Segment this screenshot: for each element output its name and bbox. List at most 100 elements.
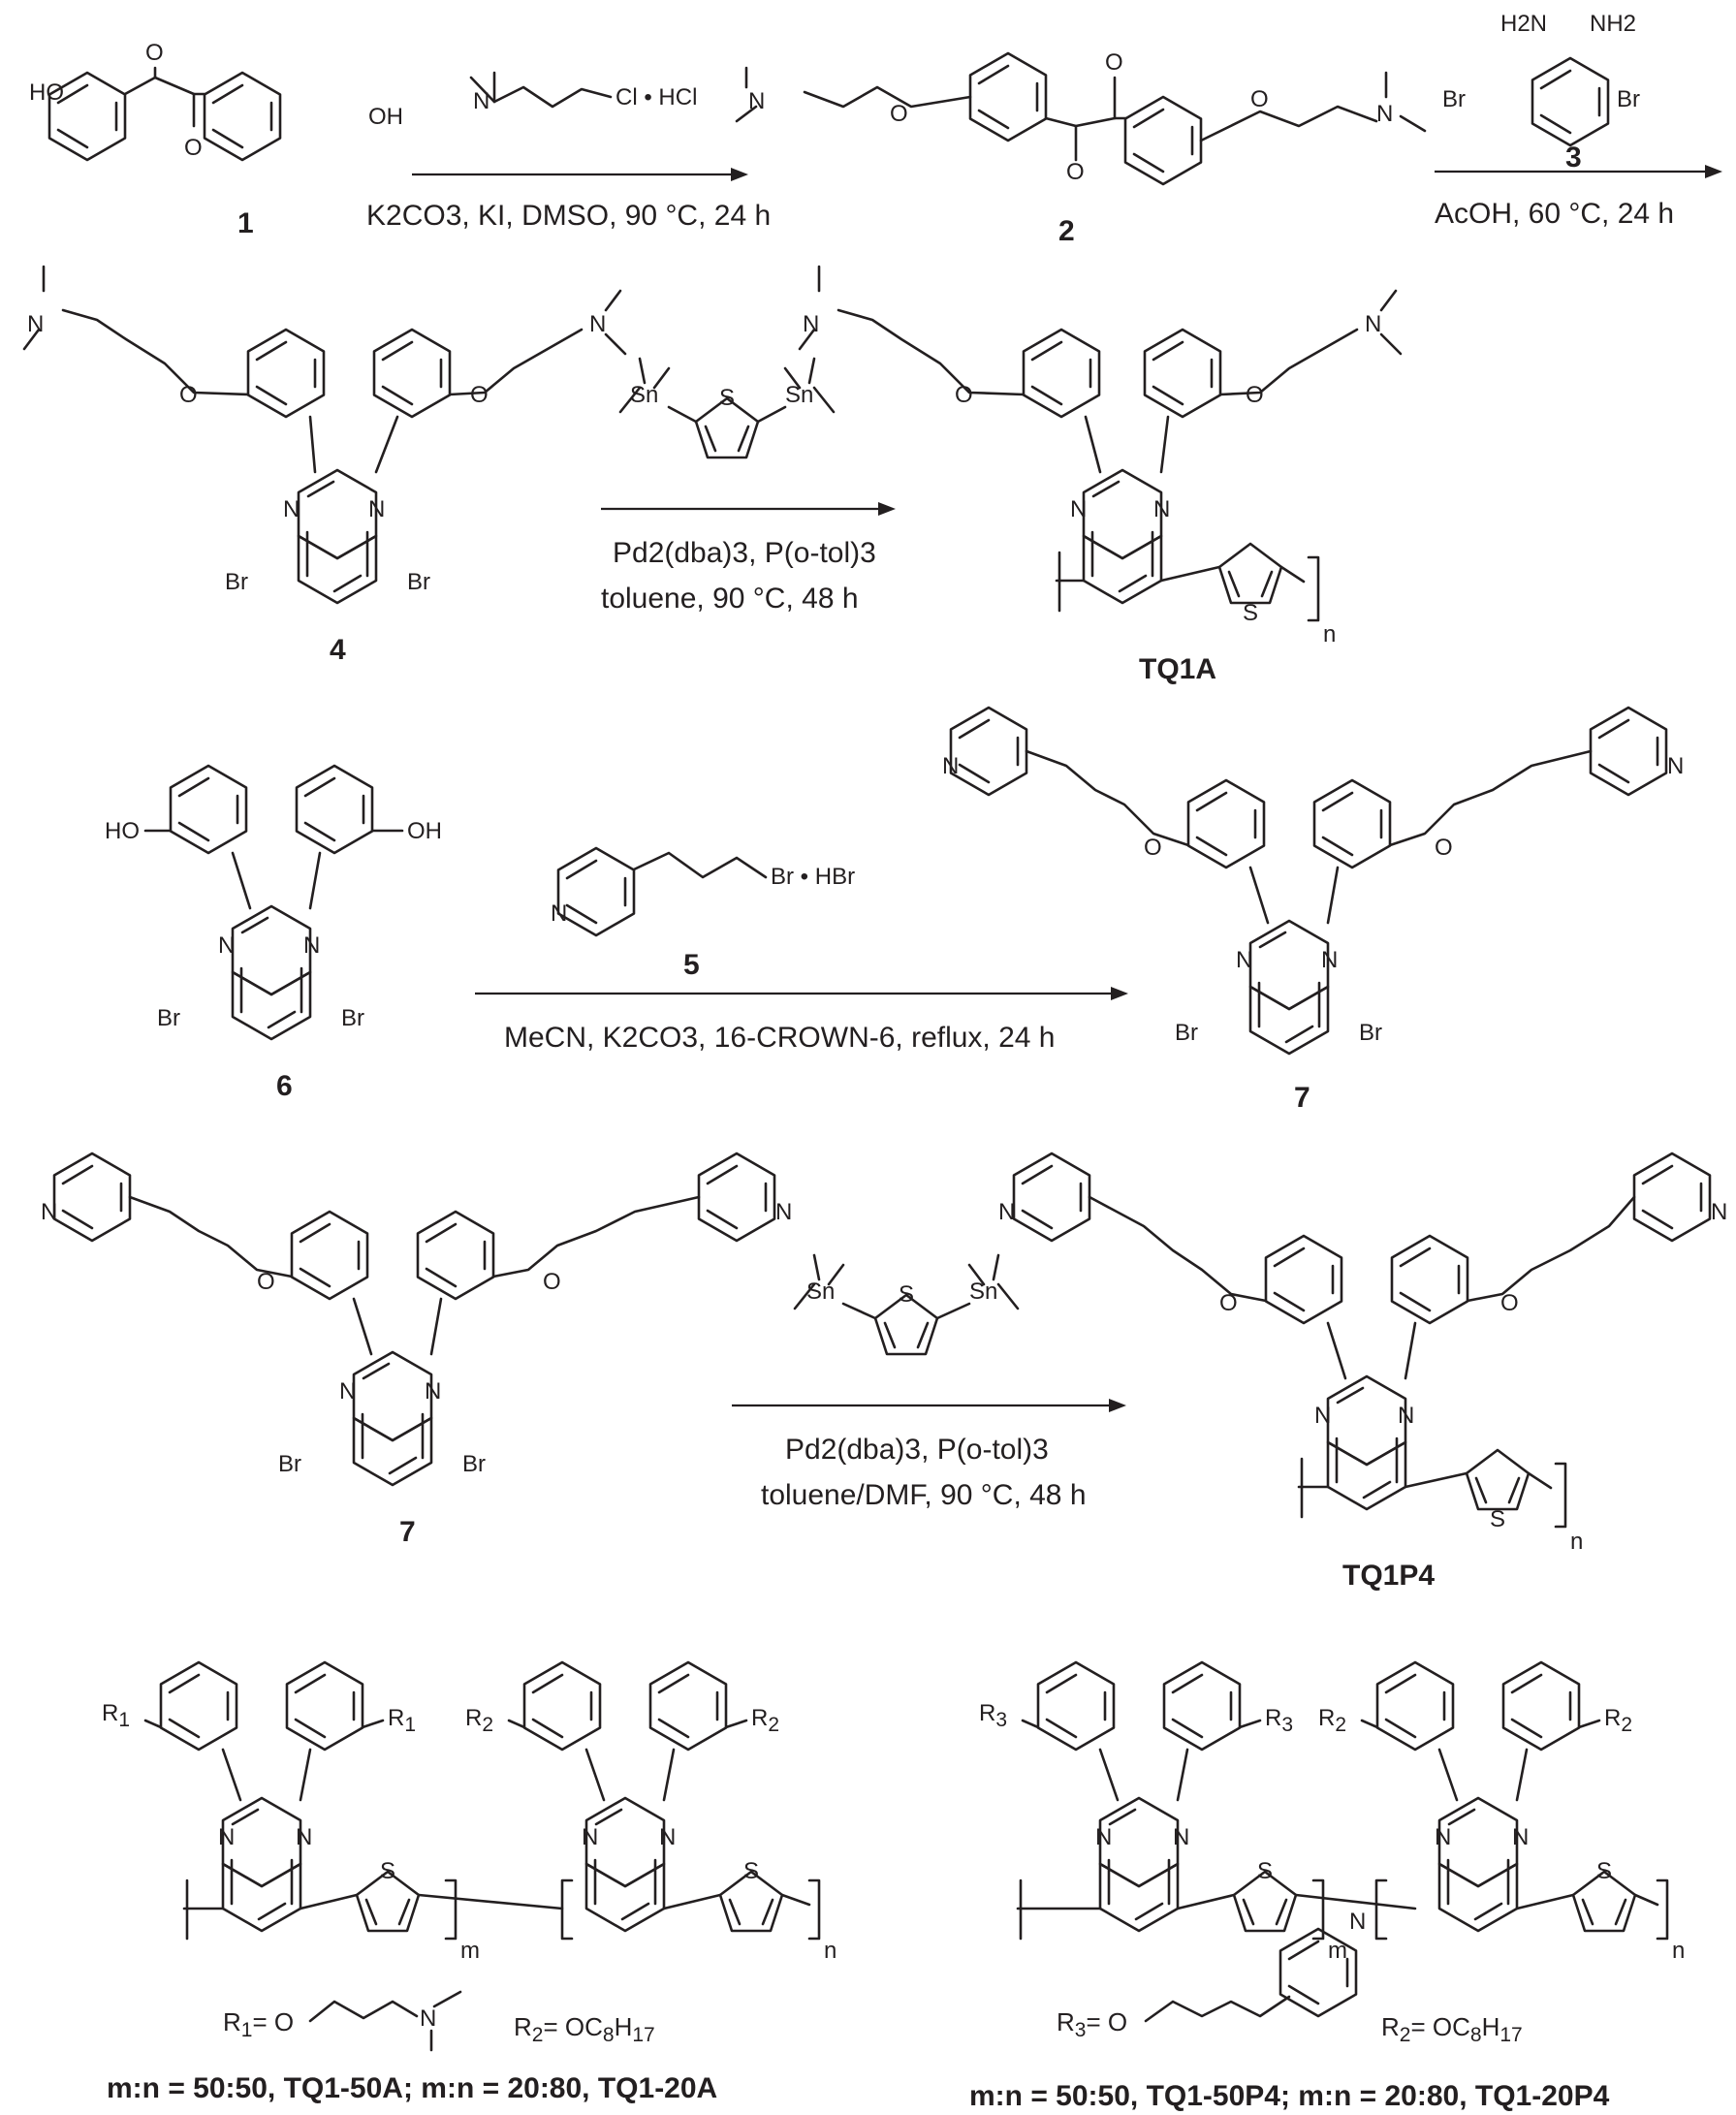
atom-N: N <box>1435 1824 1451 1850</box>
compound-label-5: 5 <box>683 949 700 981</box>
atom-N: N <box>1512 1824 1529 1850</box>
atom-O: O <box>184 135 203 161</box>
atom-Sn: Sn <box>630 382 658 408</box>
atom-O: O <box>890 101 908 127</box>
conditions-step3a: Pd2(dba)3, P(o-tol)3 <box>613 537 876 569</box>
compound-label-1: 1 <box>237 207 254 239</box>
atom-R3: R3 <box>979 1700 1007 1731</box>
atom-O: O <box>145 40 164 66</box>
atom-O: O <box>1246 382 1264 408</box>
compound-label-7: 7 <box>399 1516 416 1548</box>
polymer-TQ1P4: N N O O N N S n TQ1P4 <box>998 1152 1727 1592</box>
atom-S: S <box>380 1858 395 1884</box>
atom-n: n <box>1672 1938 1685 1964</box>
conditions-step2: AcOH, 60 °C, 24 h <box>1435 198 1674 230</box>
atom-Br: Br <box>341 1005 364 1031</box>
atom-N: N <box>368 496 385 522</box>
atom-O: O <box>470 382 489 408</box>
atom-n: n <box>824 1938 836 1964</box>
atom-N: N <box>1365 311 1381 337</box>
atom-N: N <box>473 88 489 114</box>
atom-N: N <box>1667 753 1684 779</box>
atom-m: m <box>1328 1938 1347 1964</box>
atom-N: N <box>27 311 44 337</box>
atom-N: N <box>1070 496 1087 522</box>
atom-N: N <box>775 1199 792 1225</box>
atom-O: O <box>1066 159 1085 185</box>
conditions-step1: K2CO3, KI, DMSO, 90 °C, 24 h <box>366 200 771 232</box>
atom-S: S <box>1257 1858 1273 1884</box>
reagent-aminopropyl-chloride: N Cl • HCl <box>469 71 697 114</box>
atom-S: S <box>1490 1506 1505 1532</box>
atom-R2: R2 <box>1604 1705 1632 1736</box>
atom-N: N <box>339 1378 356 1405</box>
compound-label-3: 3 <box>1565 142 1582 174</box>
atom-N: N <box>1321 947 1338 973</box>
atom-R2: R2 <box>1318 1705 1346 1736</box>
ratio-TQ1-A: m:n = 50:50, TQ1-50A; m:n = 20:80, TQ1-2… <box>107 2072 717 2104</box>
atom-O: O <box>1500 1290 1519 1316</box>
compound-label-TQ1P4: TQ1P4 <box>1342 1560 1435 1592</box>
ratio-TQ1-P4: m:n = 50:50, TQ1-50P4; m:n = 20:80, TQ1-… <box>969 2080 1610 2112</box>
reagent-bis-stannyl-thiophene-2: S Sn Sn <box>793 1253 1020 1356</box>
reagent-3: H2N NH2 Br Br 3 <box>1442 11 1640 174</box>
atom-S: S <box>719 385 735 411</box>
atom-Sn: Sn <box>785 382 813 408</box>
atom-N: N <box>1349 1909 1366 1935</box>
atom-N: N <box>1153 496 1170 522</box>
copolymer-TQ1-A: R1 R1 R2 R2 N N N N S S m n <box>102 1660 836 1964</box>
reagent-bis-stannyl-thiophene-1: S Sn Sn <box>618 357 836 459</box>
atom-OH: OH <box>368 104 403 130</box>
atom-N: N <box>1711 1199 1727 1225</box>
atom-O: O <box>257 1269 275 1295</box>
atom-N: N <box>218 1824 235 1850</box>
atom-Sn: Sn <box>969 1278 997 1305</box>
atom-N: N <box>218 932 235 959</box>
atom-S: S <box>743 1858 759 1884</box>
atom-S: S <box>899 1281 914 1308</box>
atom-O: O <box>1250 86 1269 112</box>
compound-7-product: N N O O N N Br Br 7 <box>942 706 1684 1114</box>
compound-1: HO OH O O 1 <box>29 40 403 239</box>
conditions-step5b: toluene/DMF, 90 °C, 48 h <box>761 1479 1087 1511</box>
atom-R1: R1 <box>102 1700 130 1731</box>
atom-O: O <box>1105 49 1123 76</box>
conditions-step5a: Pd2(dba)3, P(o-tol)3 <box>785 1434 1049 1466</box>
compound-2: N O O O O N 2 <box>735 49 1427 247</box>
atom-N: N <box>1173 1824 1189 1850</box>
atom-N: N <box>283 496 300 522</box>
atom-O: O <box>179 382 198 408</box>
atom-N: N <box>425 1378 441 1405</box>
reagent-5: N Br • HBr 5 <box>551 846 855 981</box>
atom-S: S <box>1596 1858 1612 1884</box>
svg-text:R3= O: R3= O <box>1057 2007 1127 2041</box>
polymer-TQ1A: N O O N N N S n TQ1A <box>798 265 1403 685</box>
atom-N: N <box>942 753 959 779</box>
compound-6: HO OH N N Br Br 6 <box>105 764 442 1102</box>
atom-HO: HO <box>105 818 140 844</box>
atom-Br: Br <box>1442 86 1466 112</box>
atom-N: N <box>998 1199 1015 1225</box>
atom-Br: Br <box>1617 86 1640 112</box>
atom-R1: R1 <box>388 1705 416 1736</box>
atom-N: N <box>1398 1403 1414 1429</box>
atom-N: N <box>1314 1403 1331 1429</box>
atom-N: N <box>296 1824 312 1850</box>
atom-O: O <box>955 382 973 408</box>
atom-m: m <box>460 1938 480 1964</box>
atom-N: N <box>1095 1824 1112 1850</box>
atom-N: N <box>41 1199 57 1225</box>
conditions-step4: MeCN, K2CO3, 16-CROWN-6, reflux, 24 h <box>504 1022 1056 1054</box>
atom-n: n <box>1570 1529 1583 1555</box>
atom-N: N <box>589 311 606 337</box>
compound-label-4: 4 <box>330 634 346 666</box>
atom-NH2: NH2 <box>1590 11 1636 37</box>
atom-Br: Br <box>407 569 430 595</box>
compound-label-6: 6 <box>276 1070 293 1102</box>
definition-R3: R3= O N <box>1057 1909 1366 2041</box>
svg-text:R1= O: R1= O <box>223 2007 294 2041</box>
atom-HO: HO <box>29 79 64 106</box>
atom-O: O <box>1219 1290 1238 1316</box>
atom-OH: OH <box>407 818 442 844</box>
